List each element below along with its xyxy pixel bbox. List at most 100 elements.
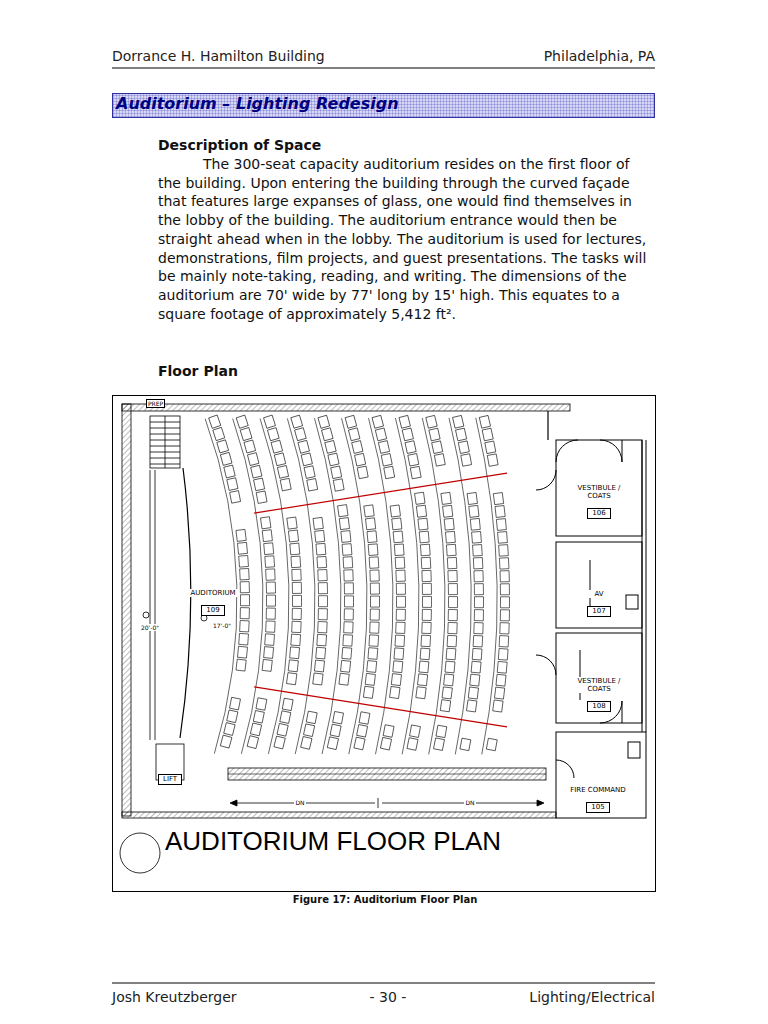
seat	[295, 428, 307, 441]
seat	[391, 674, 401, 686]
stage-edge	[180, 468, 191, 738]
seat	[266, 582, 275, 593]
stair-arrows	[230, 798, 544, 808]
seat	[469, 505, 479, 517]
room-tag: AV107	[579, 590, 619, 617]
seat	[292, 621, 301, 632]
seat	[354, 737, 365, 750]
seat	[419, 661, 429, 673]
seat	[292, 608, 301, 619]
seat	[338, 505, 348, 517]
seat	[368, 648, 378, 660]
seat	[230, 697, 241, 710]
seat	[304, 724, 315, 737]
room-tag: VESTIBULE / COATS108	[571, 677, 627, 712]
seat	[407, 738, 418, 751]
seat	[314, 660, 324, 672]
desk-row	[233, 419, 263, 754]
seat	[220, 735, 232, 748]
room-label: PREP	[146, 399, 165, 408]
heading-bar: Auditorium – Lighting Redesign	[112, 93, 655, 118]
seat	[290, 647, 300, 659]
seat	[418, 674, 428, 686]
seat	[318, 570, 327, 581]
seat	[496, 674, 506, 686]
seat	[392, 518, 402, 530]
seat	[325, 440, 336, 453]
seat	[493, 700, 503, 712]
seat	[291, 634, 301, 646]
seat	[456, 428, 467, 441]
seat	[393, 531, 403, 543]
seat	[468, 687, 478, 699]
seat	[315, 530, 325, 542]
seat	[328, 453, 339, 466]
seat	[472, 648, 482, 660]
figure-frame	[113, 396, 656, 892]
seat	[339, 518, 349, 530]
seat	[467, 492, 477, 504]
seat	[370, 570, 379, 581]
seat	[421, 635, 431, 646]
seat	[240, 568, 250, 579]
section-line	[254, 687, 507, 727]
seat	[317, 556, 327, 568]
seat	[288, 660, 298, 672]
header-text: Dorrance H. Hamilton Building	[112, 48, 325, 64]
seat	[474, 571, 483, 582]
seat	[420, 544, 430, 556]
door-swing	[536, 470, 556, 490]
seat	[493, 493, 503, 505]
seat	[239, 633, 249, 645]
room-name: AUDITORIUM	[188, 589, 238, 597]
seat	[440, 700, 450, 712]
seat	[265, 556, 275, 568]
panel	[628, 742, 640, 758]
seat	[348, 428, 359, 441]
seat	[318, 415, 330, 428]
subheading: Floor Plan	[158, 363, 238, 379]
dimension-symbol	[143, 612, 149, 618]
seat	[472, 531, 482, 543]
seat	[410, 466, 421, 478]
seat	[250, 723, 261, 736]
seat	[434, 454, 445, 466]
seat	[359, 712, 370, 724]
seat	[448, 570, 457, 581]
seat	[313, 517, 323, 529]
seat	[344, 570, 353, 581]
seat	[307, 479, 318, 491]
seat	[277, 466, 288, 479]
rear-wall	[228, 768, 546, 780]
seat	[448, 610, 457, 621]
tag-row: LIFT	[158, 767, 182, 785]
seat	[499, 636, 509, 647]
seat	[220, 452, 232, 465]
seat	[240, 595, 249, 606]
room-tag: LIFT	[158, 766, 182, 785]
seat	[458, 441, 469, 454]
seat	[394, 648, 404, 660]
body-paragraph: The 300-seat capacity auditorium resides…	[158, 155, 655, 323]
seat	[500, 584, 509, 595]
seat	[471, 661, 481, 673]
backstage-wall	[155, 470, 156, 740]
seat	[432, 441, 443, 454]
room-number: 106	[587, 508, 610, 519]
seat	[418, 518, 428, 530]
figure-caption: Figure 17: Auditorium Floor Plan	[293, 894, 478, 905]
seat	[470, 518, 480, 530]
seat	[396, 596, 405, 607]
desk-row	[395, 418, 419, 754]
seat	[256, 491, 267, 503]
seat	[500, 610, 509, 621]
seat	[290, 543, 300, 555]
seat	[247, 453, 258, 466]
room-number: 105	[586, 802, 609, 813]
room-name: AV	[579, 590, 619, 598]
seat	[441, 492, 451, 504]
desk-row	[260, 418, 289, 753]
stair-label: DN	[464, 799, 475, 806]
seat	[395, 635, 405, 647]
